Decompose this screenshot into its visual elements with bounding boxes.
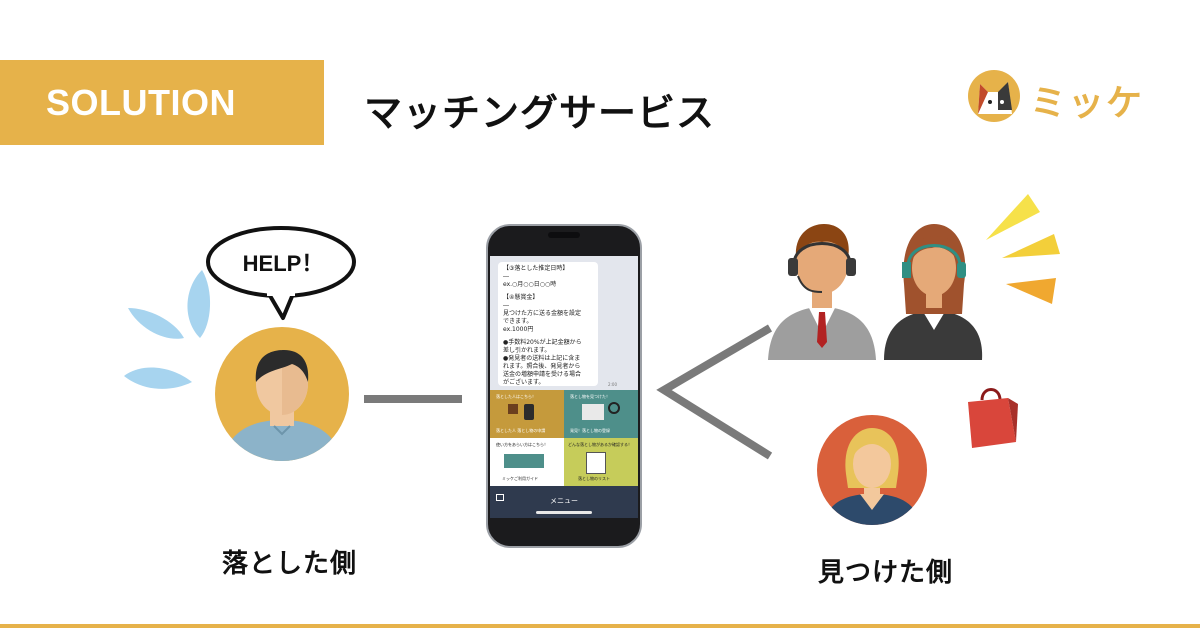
brand-name: ミッケ — [1030, 83, 1145, 124]
brand-logo: ミッケ — [968, 70, 1153, 124]
operator-man-icon — [768, 224, 876, 360]
lost-side-label: 落とした側 — [222, 549, 358, 579]
section-tag: SOLUTION — [46, 82, 236, 123]
operator-group — [768, 224, 983, 360]
home-indicator — [536, 511, 592, 514]
shopping-bag-icon — [968, 388, 1018, 448]
message-time: 2:00 — [608, 382, 617, 387]
operator-woman-icon — [884, 224, 983, 360]
bottom-rule — [0, 624, 1200, 628]
man-avatar-icon — [215, 327, 349, 461]
tile-list[interactable]: どんな落とし物があるか確認する！ 落とし物のリスト — [564, 438, 638, 486]
sweat-drops-icon — [124, 270, 211, 389]
tile-lost[interactable]: 落とした人はこちら！ 落とした人 落とし物の申請 — [490, 390, 564, 438]
cat-logo-icon — [968, 70, 1020, 122]
woman-avatar-icon — [817, 415, 927, 525]
connector-line — [364, 395, 462, 403]
speech-bubble-icon — [206, 226, 356, 320]
chat-message: 【③落とした推定日時】 ― ex.○月○○日○○時 【④懸賞金】 ― 見つけた方… — [498, 262, 598, 386]
speech-text: HELP！ — [242, 251, 324, 276]
tile-guide[interactable]: 使い方をあらい方はこちら！ ミッケご利用ガイド — [490, 438, 564, 486]
phone-screen: 【③落とした推定日時】 ― ex.○月○○日○○時 【④懸賞金】 ― 見つけた方… — [490, 256, 638, 518]
tile-found[interactable]: 落とし物を見つけた！ 発見！落とし物の登録 — [564, 390, 638, 438]
found-side-label: 見つけた側 — [818, 558, 954, 588]
section-tag-banner: SOLUTION — [0, 60, 324, 145]
keyboard-icon[interactable] — [496, 494, 504, 501]
branch-connector — [656, 324, 773, 460]
menu-label: メニュー — [550, 497, 578, 505]
sparkle-rays-icon — [986, 194, 1060, 304]
menu-bar[interactable]: メニュー — [490, 486, 638, 518]
page-title: マッチングサービス — [364, 91, 716, 135]
